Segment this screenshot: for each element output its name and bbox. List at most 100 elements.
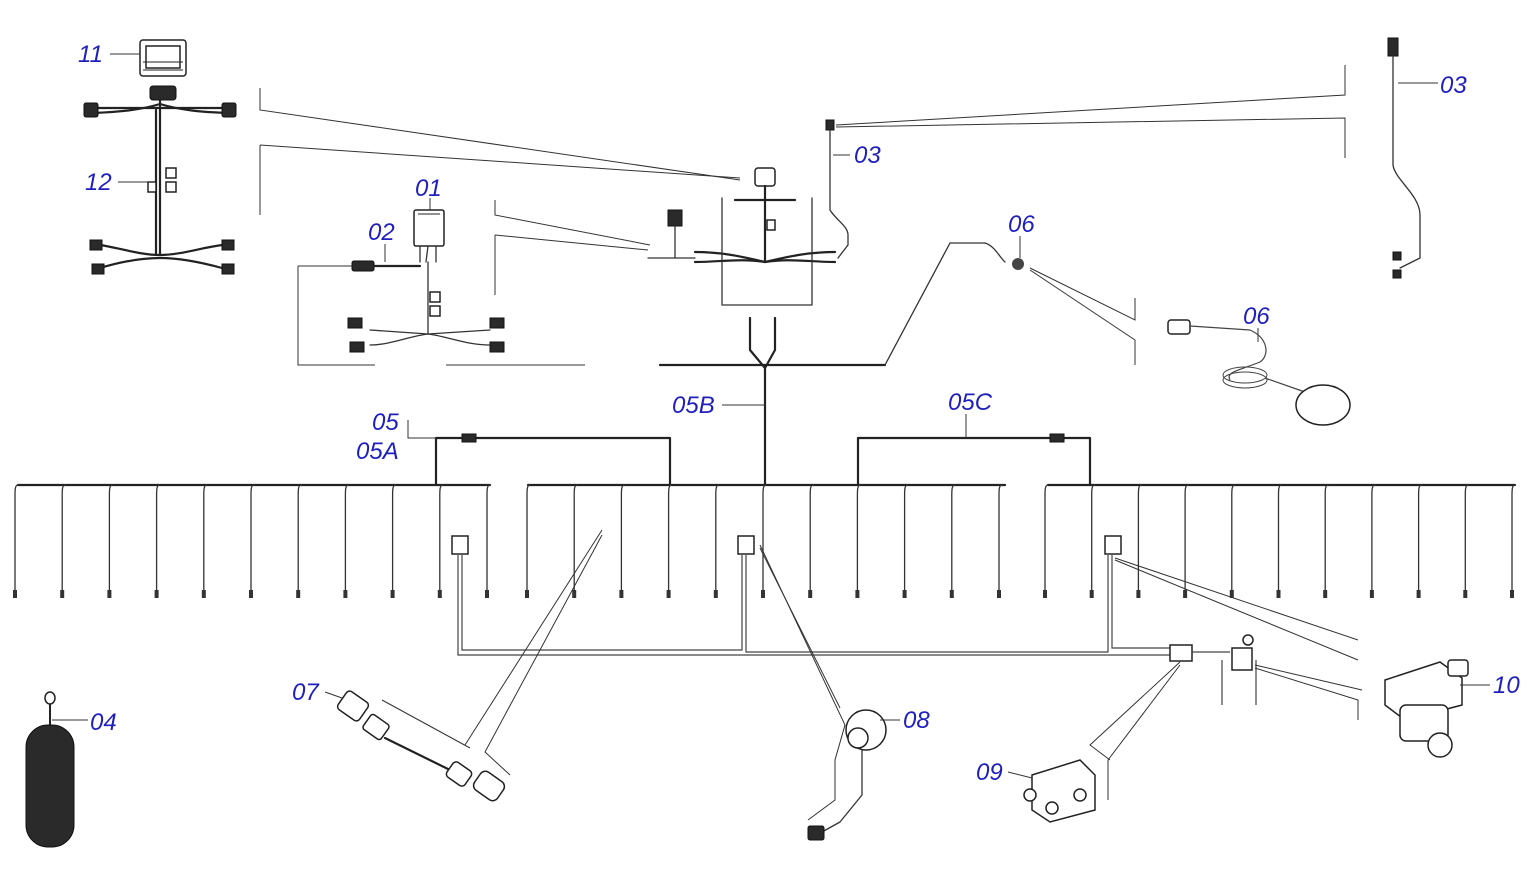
nozzle-connector	[1136, 590, 1141, 598]
nozzle-drop-cable	[1371, 484, 1376, 591]
nozzle-drop-cable	[1091, 484, 1096, 591]
label-11: 11	[78, 41, 103, 68]
nozzle-drop-cable	[14, 484, 19, 591]
nozzle-drop-cable	[155, 484, 161, 591]
nozzle-drop-cable	[856, 484, 862, 591]
nozzle-connector	[201, 590, 206, 598]
nozzle-connector	[390, 590, 395, 598]
nozzle-connector	[855, 590, 860, 598]
nozzle-drop-cable	[1277, 484, 1283, 591]
part-10-regulator-valve	[1384, 659, 1469, 758]
label-01: 01	[415, 175, 442, 202]
nozzle-connector	[296, 590, 301, 598]
nozzle-drop-cable	[344, 484, 350, 591]
nozzle-drop-cable	[903, 484, 909, 591]
nozzle-connector	[13, 590, 17, 598]
nozzle-drop-cable	[1184, 484, 1189, 591]
nozzle-connector	[1043, 590, 1047, 598]
nozzle-connector	[572, 590, 577, 598]
nozzle-connector	[437, 590, 442, 598]
label-04: 04	[90, 709, 117, 736]
nozzle-connector	[808, 590, 813, 598]
leader-lines-top-left	[259, 88, 741, 366]
nozzle-drop-cable	[1137, 484, 1143, 591]
label-03-top: 03	[1440, 72, 1467, 99]
part-02-sensor-harness	[347, 260, 505, 353]
nozzle-drop-cable	[391, 484, 397, 591]
nozzle-drop-cable	[667, 484, 673, 591]
nozzle-drop-cable	[250, 484, 255, 591]
nozzle-drop-cable	[1464, 484, 1469, 591]
part-04-cleaning-brush	[25, 691, 75, 848]
label-05b: 05B	[672, 392, 715, 419]
nozzle-drop-cable	[1511, 484, 1516, 591]
nozzle-drop-cable	[1044, 484, 1049, 591]
nozzle-drop-cable	[951, 484, 956, 591]
nozzle-connector	[1369, 590, 1374, 598]
nozzle-drop-cable	[1417, 484, 1423, 591]
nozzle-connector	[997, 590, 1001, 598]
nozzle-connector	[1463, 590, 1468, 598]
section-valves-hoses	[451, 535, 1257, 705]
label-06: 06	[1008, 211, 1035, 238]
part-09-valve-block	[1023, 759, 1096, 823]
nozzle-drop-cable	[203, 484, 208, 591]
part-12-main-harness	[83, 98, 237, 275]
part-11-control-module	[139, 39, 187, 101]
part-05-boom-harness	[16, 433, 1517, 487]
nozzle-connector	[343, 590, 348, 598]
label-05a: 05A	[356, 438, 399, 465]
nozzle-drop-cable	[1324, 484, 1329, 591]
label-02: 02	[368, 219, 395, 246]
label-12: 12	[85, 169, 112, 196]
nozzle-drop-cable	[1231, 484, 1236, 591]
label-05: 05	[372, 409, 399, 436]
nozzle-connector	[1323, 590, 1328, 598]
nozzle-connector	[1416, 590, 1421, 598]
part-07-pressure-sensor	[336, 690, 506, 802]
nozzle-drop-cable	[439, 484, 444, 591]
nozzle-connector	[619, 590, 624, 598]
part-08-flow-meter	[807, 709, 887, 841]
nozzle-drop-cable	[809, 484, 814, 591]
nozzle-drop-cable	[526, 484, 531, 591]
nozzle-drop-cable	[297, 484, 302, 591]
nozzle-drop-cable	[998, 484, 1003, 591]
nozzle-drop-cable	[486, 484, 491, 591]
part-labels: 01 02 03 03 04 05 05A 05B 05C 06 06 07 0…	[78, 41, 1520, 786]
label-07: 07	[292, 679, 320, 706]
nozzle-connector	[1089, 590, 1094, 598]
nozzle-connector	[713, 590, 718, 598]
nozzle-drop-cable	[61, 484, 66, 591]
nozzle-connector	[60, 590, 65, 598]
nozzle-drop-cable	[573, 484, 578, 591]
nozzle-connector	[902, 590, 907, 598]
leader-lines-lower	[381, 529, 1363, 821]
nozzle-connector	[249, 590, 253, 598]
label-03: 03	[854, 142, 881, 169]
nozzle-drop-cable	[715, 484, 720, 591]
nozzle-drop-cable	[762, 484, 767, 591]
nozzle-connector	[1510, 590, 1514, 598]
label-06-antenna: 06	[1243, 303, 1270, 330]
part-03-cable	[825, 37, 1421, 279]
nozzle-drop-cables	[13, 484, 1516, 598]
nozzle-connector	[525, 590, 529, 598]
nozzle-drop-cable	[620, 484, 626, 591]
nozzle-connector	[666, 590, 671, 598]
part-06-antenna	[884, 242, 1351, 426]
label-09: 09	[976, 759, 1003, 786]
central-junction-harness	[647, 167, 887, 487]
label-08: 08	[903, 707, 930, 734]
label-10: 10	[1493, 672, 1520, 699]
nozzle-connector	[1229, 590, 1234, 598]
nozzle-connector	[761, 590, 765, 598]
nozzle-drop-cable	[108, 484, 114, 591]
nozzle-connector	[154, 590, 159, 598]
nozzle-connector	[1276, 590, 1281, 598]
nozzle-connector	[485, 590, 489, 598]
part-01-ecu-unit	[413, 209, 445, 263]
nozzle-connector	[107, 590, 112, 598]
label-05c: 05C	[948, 389, 993, 416]
